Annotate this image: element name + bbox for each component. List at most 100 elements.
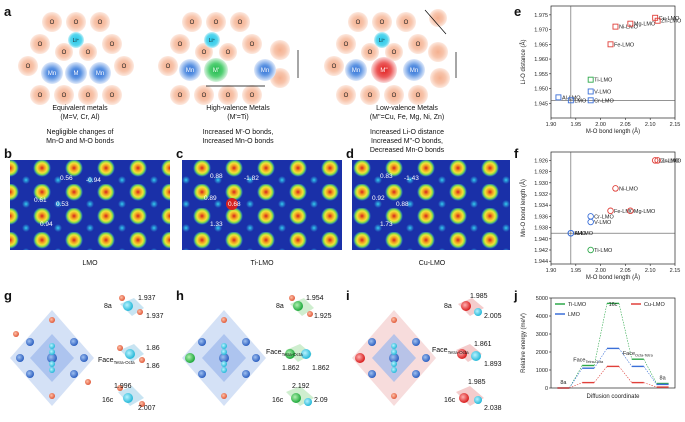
density-value: 0.56 <box>60 175 73 182</box>
atom-label-o: O <box>38 93 43 99</box>
atom-label-o: O <box>86 50 91 56</box>
atom-label-mn: Mn <box>410 68 418 74</box>
panel-label-e: e <box>514 4 522 19</box>
x-axis-label: M-O bond length (Å) <box>586 128 640 135</box>
caption-subtitle: (M''=Cu, Fe, Mg, Ni, Zn) <box>369 114 445 121</box>
caption-subtitle: (M=V, Cr, Al) <box>60 114 100 121</box>
data-point <box>627 207 634 215</box>
atom-label-o: O <box>238 20 243 26</box>
density-value: 0.94 <box>40 221 53 228</box>
data-label: Fe-LMO <box>614 209 635 215</box>
density-map-ti-lmo: 0.88 -1.82 0.89 0.68 1.33 <box>182 160 342 250</box>
atom-label-o: O <box>166 64 171 70</box>
schematic-caption-high-valence: High-valence Metals (M'=Ti) Increased M'… <box>168 104 308 146</box>
atom-label-o: O <box>86 93 91 99</box>
data-label: Cu-LMO <box>659 16 681 22</box>
energy-connector <box>643 359 657 384</box>
caption-note: Increased M''-O bonds, <box>371 138 443 145</box>
atom-label-o: O <box>356 20 361 26</box>
atom-label-o: O <box>122 64 127 70</box>
schematic-panel: O O O O O O O O O O O O O Li⁺ Mn M Mn <box>18 9 457 105</box>
y-tick-label: 1.942 <box>534 248 548 254</box>
y-tick-label: 2000 <box>536 350 548 356</box>
legend-label: Cu-LMO <box>644 302 666 308</box>
panel-label-f: f <box>514 146 519 161</box>
x-tick-label: 1.90 <box>546 122 557 128</box>
structure-panels: 8a 1.937 1.937 1.86 FaceTetra-Octa 1.86 … <box>10 293 502 412</box>
density-value: 0.88 <box>396 201 409 208</box>
atom-label-o: O <box>110 42 115 48</box>
density-value: -0.94 <box>86 177 101 184</box>
face-label: FaceTetra-Octa <box>266 349 303 357</box>
schematic-caption-low-valence: Low-valence Metals (M''=Cu, Fe, Mg, Ni, … <box>322 104 492 155</box>
x-tick-label: 2.00 <box>595 122 606 128</box>
atom-label-o: O <box>110 93 115 99</box>
bond-length: 2.038 <box>484 405 502 412</box>
mn-atom <box>254 59 276 81</box>
data-label: Ti-LMO <box>594 248 613 254</box>
caption-title: High-valence Metals <box>206 105 270 112</box>
atom-label-o: O <box>250 93 255 99</box>
data-label: V-LMO <box>594 220 612 226</box>
y-tick-label: 1.975 <box>534 13 548 19</box>
y-tick-label: 1000 <box>536 368 548 374</box>
atom-label-o: O <box>380 20 385 26</box>
density-value: 0.53 <box>56 201 69 208</box>
panel-label-a: a <box>4 4 12 19</box>
data-point <box>654 17 661 24</box>
atom-label-mn: Mn <box>96 71 104 77</box>
atom-label-o: O <box>98 20 103 26</box>
y-tick-label: 1.932 <box>534 192 548 198</box>
y-tick-label: 1.950 <box>534 87 548 93</box>
atom-label-o: O <box>202 50 207 56</box>
panel-label-g: g <box>4 288 12 303</box>
bond-length: 2.09 <box>314 397 328 404</box>
bond-length: 1.893 <box>484 361 502 368</box>
data-label: LMO <box>574 98 587 104</box>
panel-label-d: d <box>346 146 354 161</box>
atom-label-o: O <box>368 93 373 99</box>
bond-length: 1.86 <box>146 345 160 352</box>
li-atom <box>68 32 84 48</box>
legend-label: LMO <box>568 312 581 318</box>
oxygen-atoms <box>18 12 134 105</box>
site-label-8a: 8a <box>276 303 284 310</box>
data-point <box>555 94 562 101</box>
data-point <box>587 246 594 254</box>
caption-note: Increased Li-O distance <box>370 129 444 136</box>
legend-label: Ti-LMO <box>568 302 587 308</box>
stage-label: 8a <box>560 380 567 386</box>
atom-label-o: O <box>392 93 397 99</box>
data-point <box>607 207 614 215</box>
data-point <box>607 41 614 48</box>
data-label: Cr-LMO <box>594 98 614 104</box>
bond-length: 1.86 <box>146 363 160 370</box>
atom-label-mn: Mn <box>261 68 269 74</box>
atom-label-o: O <box>404 20 409 26</box>
panel-label-b: b <box>4 146 12 161</box>
density-value: 0.88 <box>210 173 223 180</box>
atom-label-o: O <box>202 93 207 99</box>
caption-title: Equivalent metals <box>52 105 108 112</box>
caption-note: Decreased Mn-O bonds <box>369 147 445 154</box>
y-tick-label: 1.970 <box>534 28 548 34</box>
caption-note: Negligible changes of <box>46 129 114 136</box>
data-label: Cu-LMO <box>659 158 681 164</box>
y-axis-label: Li-O distance (Å) <box>520 39 527 84</box>
data-label: Ti-LMO <box>594 78 613 84</box>
density-value: 0.61 <box>34 197 47 204</box>
density-value: 0.68 <box>228 201 241 208</box>
x-tick-label: 1.95 <box>570 122 581 128</box>
bond-length: 1.861 <box>474 341 492 348</box>
data-label: Al-LMO <box>562 95 581 101</box>
site-label-8a: 8a <box>444 303 452 310</box>
energy-connector <box>569 382 583 389</box>
energy-connector <box>593 303 608 366</box>
atom-label-o: O <box>416 93 421 99</box>
data-label: LMO <box>574 231 587 237</box>
data-point <box>627 20 634 27</box>
density-value: 0.92 <box>372 195 385 202</box>
structure-cu-lmo <box>352 298 484 406</box>
density-value: 0.83 <box>380 173 393 180</box>
